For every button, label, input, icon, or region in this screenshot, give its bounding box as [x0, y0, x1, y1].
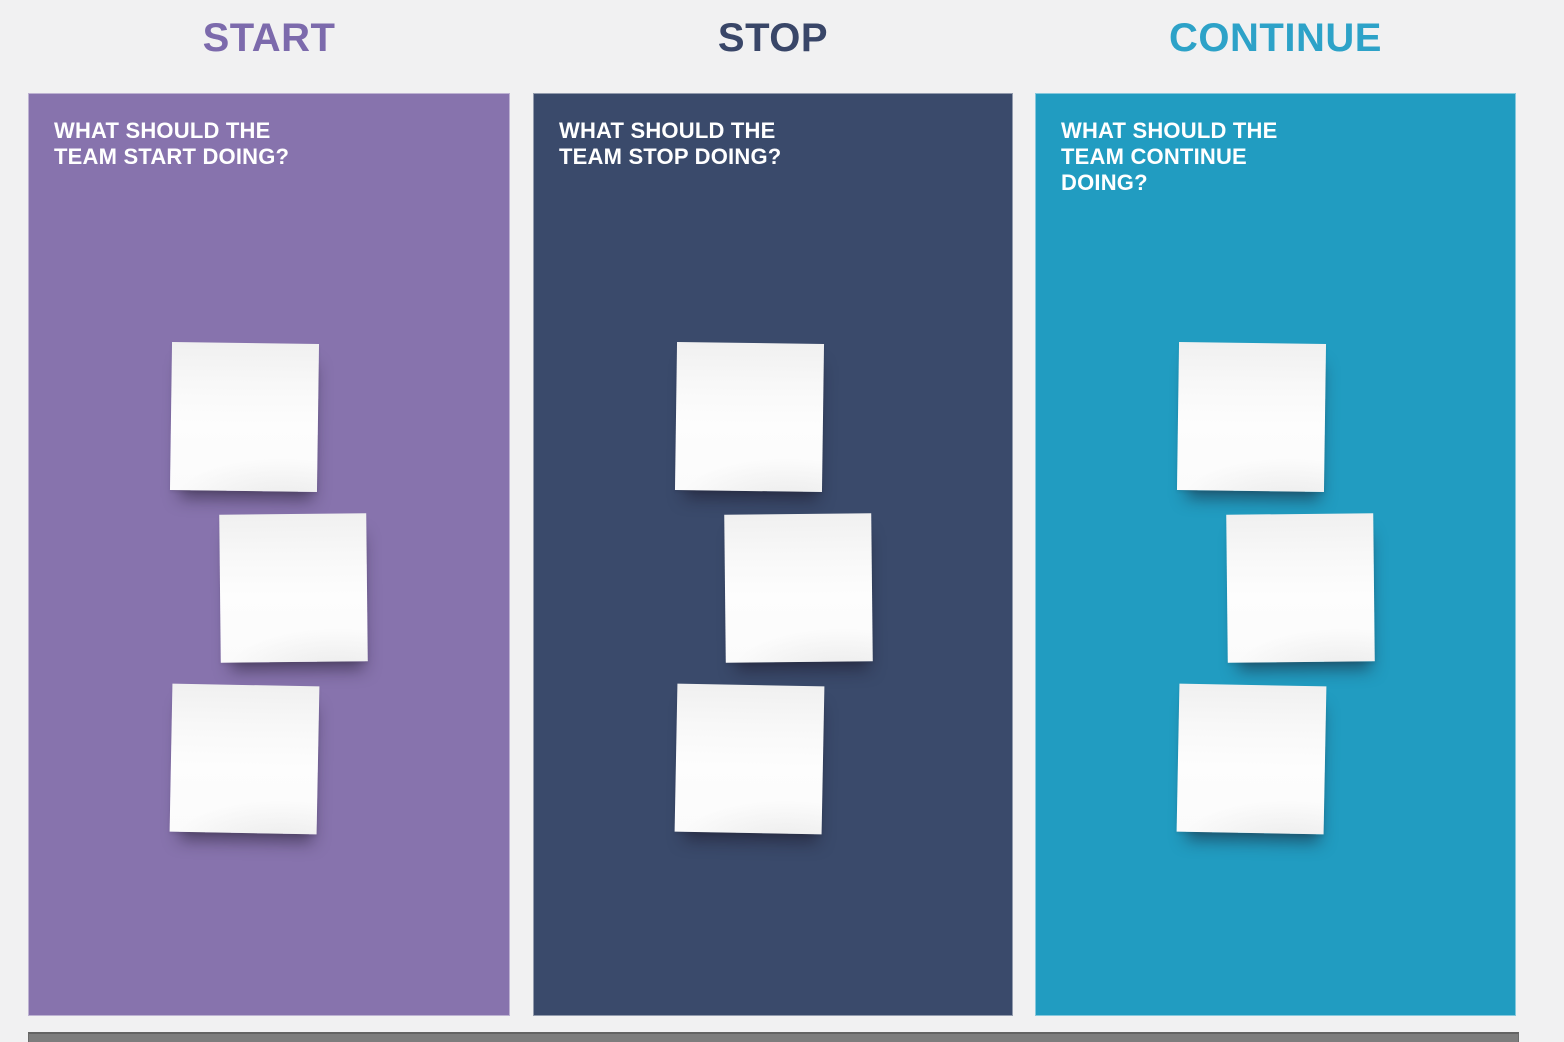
sticky-note[interactable]	[724, 513, 873, 663]
column-start: WHAT SHOULD THE TEAM START DOING?	[28, 93, 510, 1016]
sticky-note[interactable]	[674, 341, 825, 493]
prompt-line: TEAM START DOING?	[54, 144, 290, 169]
prompt-line: DOING?	[1061, 170, 1148, 195]
sticky-note[interactable]	[1176, 341, 1327, 493]
column-title-start: START	[202, 16, 336, 60]
sticky-note[interactable]	[1226, 513, 1375, 663]
column-title-continue: CONTINUE	[1169, 16, 1382, 60]
sticky-note[interactable]	[674, 683, 825, 835]
column-prompt-continue: WHAT SHOULD THE TEAM CONTINUE DOING?	[1061, 118, 1311, 196]
column-title-stop: STOP	[717, 16, 829, 60]
prompt-line: TEAM STOP DOING?	[559, 144, 782, 169]
column-stop: WHAT SHOULD THE TEAM STOP DOING?	[533, 93, 1013, 1016]
sticky-note[interactable]	[169, 683, 320, 835]
column-continue: WHAT SHOULD THE TEAM CONTINUE DOING?	[1035, 93, 1516, 1016]
prompt-line: WHAT SHOULD THE	[54, 118, 271, 143]
prompt-line: WHAT SHOULD THE	[559, 118, 776, 143]
sticky-note[interactable]	[219, 513, 368, 663]
column-prompt-stop: WHAT SHOULD THE TEAM STOP DOING?	[559, 118, 809, 170]
prompt-line: TEAM CONTINUE	[1061, 144, 1247, 169]
column-prompt-start: WHAT SHOULD THE TEAM START DOING?	[54, 118, 304, 170]
sticky-note[interactable]	[169, 341, 320, 493]
prompt-line: WHAT SHOULD THE	[1061, 118, 1278, 143]
sticky-note[interactable]	[1176, 683, 1327, 835]
horizontal-scrollbar[interactable]	[28, 1032, 1519, 1042]
